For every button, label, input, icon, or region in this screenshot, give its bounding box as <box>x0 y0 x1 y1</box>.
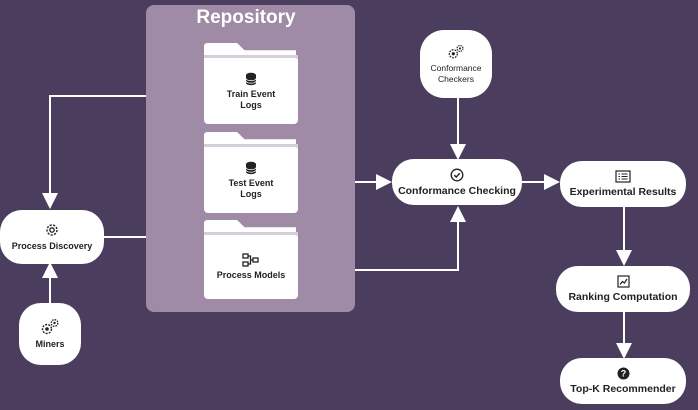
node-label: Process Discovery <box>11 241 93 251</box>
node-label: Top-K Recommender <box>570 383 676 395</box>
chart-icon <box>616 275 630 288</box>
node-label: Conformance Checking <box>398 184 516 197</box>
folder-train-event-logs[interactable]: Train Event Logs <box>204 43 298 125</box>
node-experimental-results[interactable]: Experimental Results <box>560 161 686 207</box>
gears-icon <box>448 44 464 58</box>
node-label: Miners <box>35 339 65 349</box>
node-miners[interactable]: Miners <box>19 303 81 365</box>
node-label: Experimental Results <box>569 186 677 198</box>
node-top-k-recommender[interactable]: ? Top-K Recommender <box>560 358 686 404</box>
database-icon <box>245 161 257 174</box>
list-icon <box>615 170 631 183</box>
node-process-discovery[interactable]: Process Discovery <box>0 210 104 264</box>
gears-icon <box>41 319 59 335</box>
process-model-icon <box>242 253 259 267</box>
check-circle-icon <box>450 168 464 181</box>
folder-test-event-logs[interactable]: Test Event Logs <box>204 132 298 214</box>
svg-text:?: ? <box>620 369 626 379</box>
folder-label-line1: Test Event <box>228 177 274 188</box>
folder-label-line2: Logs <box>240 188 262 199</box>
node-ranking-computation[interactable]: Ranking Computation <box>556 266 690 312</box>
folder-label-line2: Logs <box>240 99 262 110</box>
repository-title: Repository <box>196 7 296 28</box>
folder-label-line1: Train Event <box>226 88 276 99</box>
gear-icon <box>46 224 58 236</box>
folder-label: Process Models <box>216 270 286 280</box>
question-icon: ? <box>617 367 629 380</box>
node-conformance-checkers[interactable]: Conformance Checkers <box>420 30 492 98</box>
node-label-line1: Conformance <box>430 62 482 73</box>
node-label: Ranking Computation <box>568 291 678 303</box>
node-label-line2: Checkers <box>438 73 474 84</box>
database-icon <box>245 72 257 85</box>
folder-process-models[interactable]: Process Models <box>204 220 298 300</box>
node-conformance-checking[interactable]: Conformance Checking <box>392 159 522 205</box>
